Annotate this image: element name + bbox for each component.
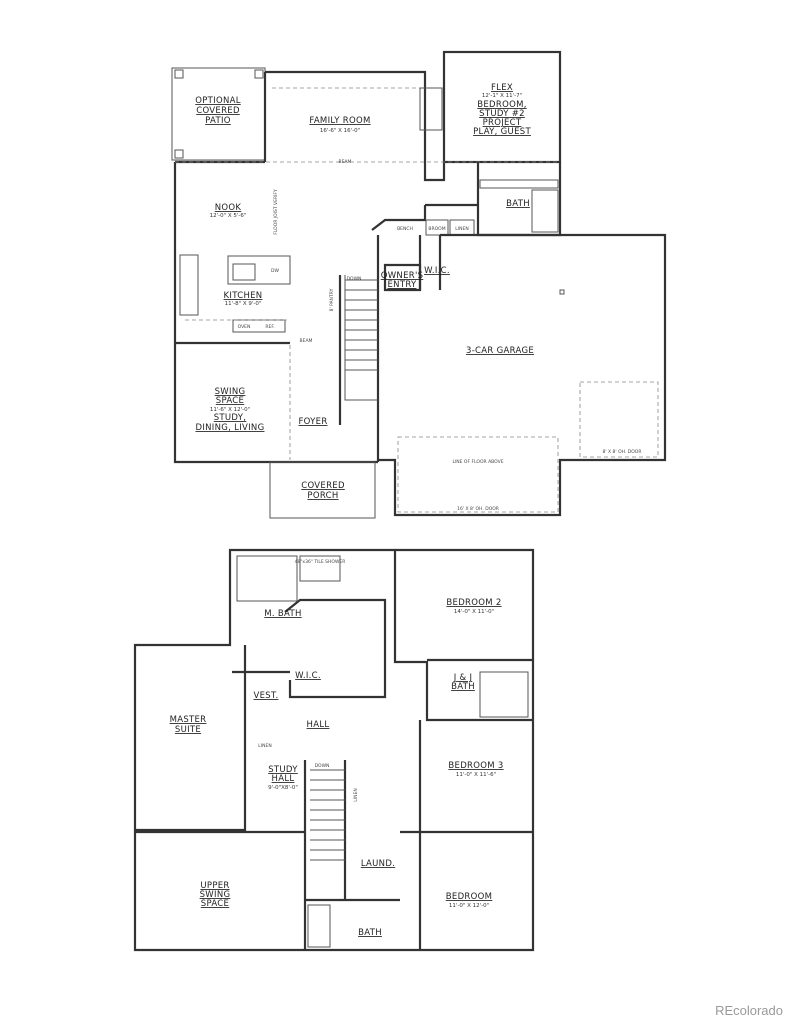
bedroom2-dim: 14'-0" X 11'-0" [454, 609, 494, 615]
shower-note: 48"x36" TILE SHOWER [295, 559, 346, 565]
wic-label: W.I.C. [424, 266, 450, 276]
master-suite-label: MASTER [170, 715, 207, 725]
swing-space-label: SWING [215, 387, 246, 397]
flex-use: PROJECT [483, 118, 522, 128]
hall-label: HALL [307, 720, 330, 730]
flex-use: PLAY, GUEST [473, 127, 531, 137]
study-hall-label: HALL [272, 774, 295, 784]
master-suite-label: SUITE [175, 725, 201, 735]
study-hall-dim: 9'-0"X8'-0" [268, 785, 298, 791]
upper-floor [133, 548, 535, 952]
hall-linen-label: LINEN [353, 788, 359, 801]
upper-bath-label: BATH [358, 928, 382, 938]
patio-label: PATIO [205, 116, 231, 126]
bedroom-dim: 11'-0" X 12'-0" [449, 903, 489, 909]
flex-label: FLEX [491, 83, 513, 93]
shower [299, 555, 341, 582]
swing-space-use: STUDY, [214, 413, 247, 423]
stairs-down-label: DOWN [347, 276, 362, 282]
owners-entry-label: OWNER'S [381, 271, 424, 281]
porch-label: PORCH [307, 491, 338, 501]
bench-label: BENCH [397, 226, 413, 232]
bath-label: BATH [506, 199, 530, 209]
upper-stairs-down-label: DOWN [315, 763, 330, 769]
bedroom-walls [135, 645, 533, 950]
jj-bath-label: BATH [451, 682, 475, 692]
main-floor [171, 50, 667, 519]
flex-room-walls [442, 50, 562, 164]
swing-space-label: SPACE [216, 396, 244, 406]
family-room-walls [265, 70, 427, 162]
broom-label: BROOM [428, 226, 445, 232]
nook-label: NOOK [215, 203, 242, 213]
flex-use: BEDROOM, [477, 100, 526, 110]
fireplace [419, 87, 443, 131]
upper-linen-label: LINEN [258, 743, 271, 749]
bedroom-label: BEDROOM [446, 892, 492, 902]
dw-label: DW [271, 268, 279, 274]
main-floor-labels: OPTIONAL COVERED PATIO FAMILY ROOM 16'-6… [195, 83, 641, 512]
ref-label: REF. [265, 324, 274, 330]
tub [236, 555, 298, 602]
bedroom2-walls [393, 550, 533, 722]
jj-bath-label: J & J [453, 673, 473, 683]
oven-label: OVEN [238, 324, 251, 330]
garage-label: 3-CAR GARAGE [466, 346, 534, 356]
bedroom2-label: BEDROOM 2 [446, 598, 501, 608]
garage-door-16-label: 16' X 8' OH. DOOR [457, 506, 499, 512]
garage-walls [378, 233, 667, 517]
vest-label: VEST. [254, 691, 279, 701]
master-bath-label: M. BATH [264, 609, 301, 619]
bedroom3-label: BEDROOM 3 [448, 761, 503, 771]
upper-wic-label: W.I.C. [295, 671, 321, 681]
patio-label: OPTIONAL [195, 96, 241, 106]
foyer-label: FOYER [298, 417, 327, 427]
upper-floor-labels: M. BATH 48"x36" TILE SHOWER BEDROOM 2 14… [170, 559, 504, 938]
family-room-label: FAMILY ROOM [309, 116, 370, 126]
laundry-label: LAUND. [361, 859, 395, 869]
swing-space-dim: 11'-6" X 12'-0" [210, 407, 250, 413]
garage-door-8-label: 8' X 8' OH. DOOR [603, 449, 642, 455]
watermark: REcolorado [715, 1003, 783, 1018]
upper-outer-walls [133, 548, 535, 952]
upper-swing-label: SPACE [201, 899, 229, 909]
kitchen-dim: 11'-8" X 9'-0" [225, 301, 262, 307]
bedroom3-dim: 11'-0" X 11'-6" [456, 772, 496, 778]
linen-label: LINEN [455, 226, 468, 232]
kitchen-island [227, 255, 291, 285]
beam-label: BEAM [300, 338, 313, 344]
porch-label: COVERED [301, 481, 345, 491]
interior-walls [135, 670, 400, 950]
pantry-label: 8' PANTRY [329, 288, 335, 311]
flex-dim: 12'-1" X 11'-7" [482, 93, 522, 99]
patio-label: COVERED [196, 106, 240, 116]
swing-space-use: DINING, LIVING [196, 423, 265, 433]
wic-walls [284, 598, 387, 699]
family-room-dim: 16'-6" X 16'-0" [320, 128, 360, 134]
main-stairs [344, 275, 378, 401]
floor-above-note: LINE OF FLOOR ABOVE [452, 459, 503, 465]
flex-use: STUDY #2 [479, 109, 525, 119]
upper-swing-label: SWING [200, 890, 231, 900]
owners-entry-label: ENTRY [388, 280, 417, 290]
study-hall-label: STUDY [268, 765, 298, 775]
porch-outline [269, 461, 376, 519]
nook-dim: 12'-0" X 5'-6" [210, 213, 247, 219]
upper-stairs [310, 769, 345, 861]
kitchen-label: KITCHEN [224, 291, 263, 301]
floor-joist-note: FLOOR JOIST VERIFY [273, 189, 279, 235]
beam-label: BEAM [339, 159, 352, 165]
upper-swing-label: UPPER [200, 881, 229, 891]
